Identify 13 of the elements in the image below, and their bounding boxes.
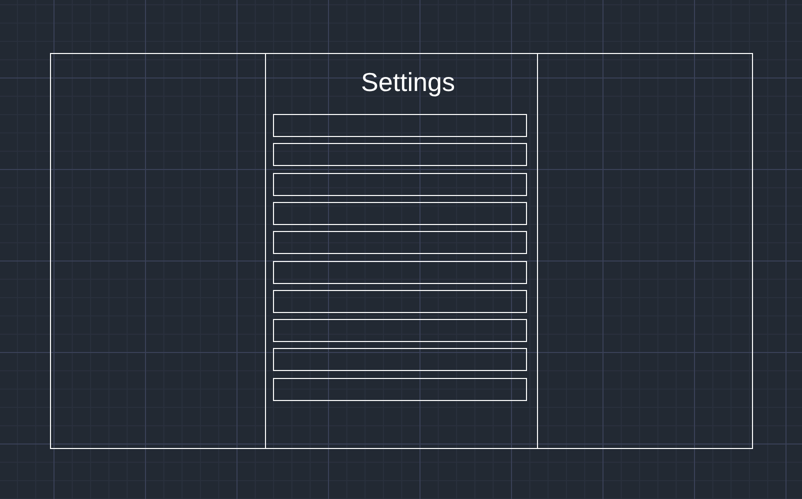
window-frame	[50, 53, 753, 449]
settings-panel	[264, 52, 538, 448]
list-row	[273, 378, 527, 401]
list-row	[273, 290, 527, 313]
list-row	[273, 319, 527, 342]
list-row	[273, 202, 527, 225]
panel-title: Settings	[361, 68, 455, 98]
list-row	[273, 231, 527, 254]
list-row	[273, 114, 527, 137]
list-row	[273, 348, 527, 372]
list-row	[273, 260, 527, 284]
list-row	[273, 143, 527, 166]
list-row	[273, 172, 527, 196]
